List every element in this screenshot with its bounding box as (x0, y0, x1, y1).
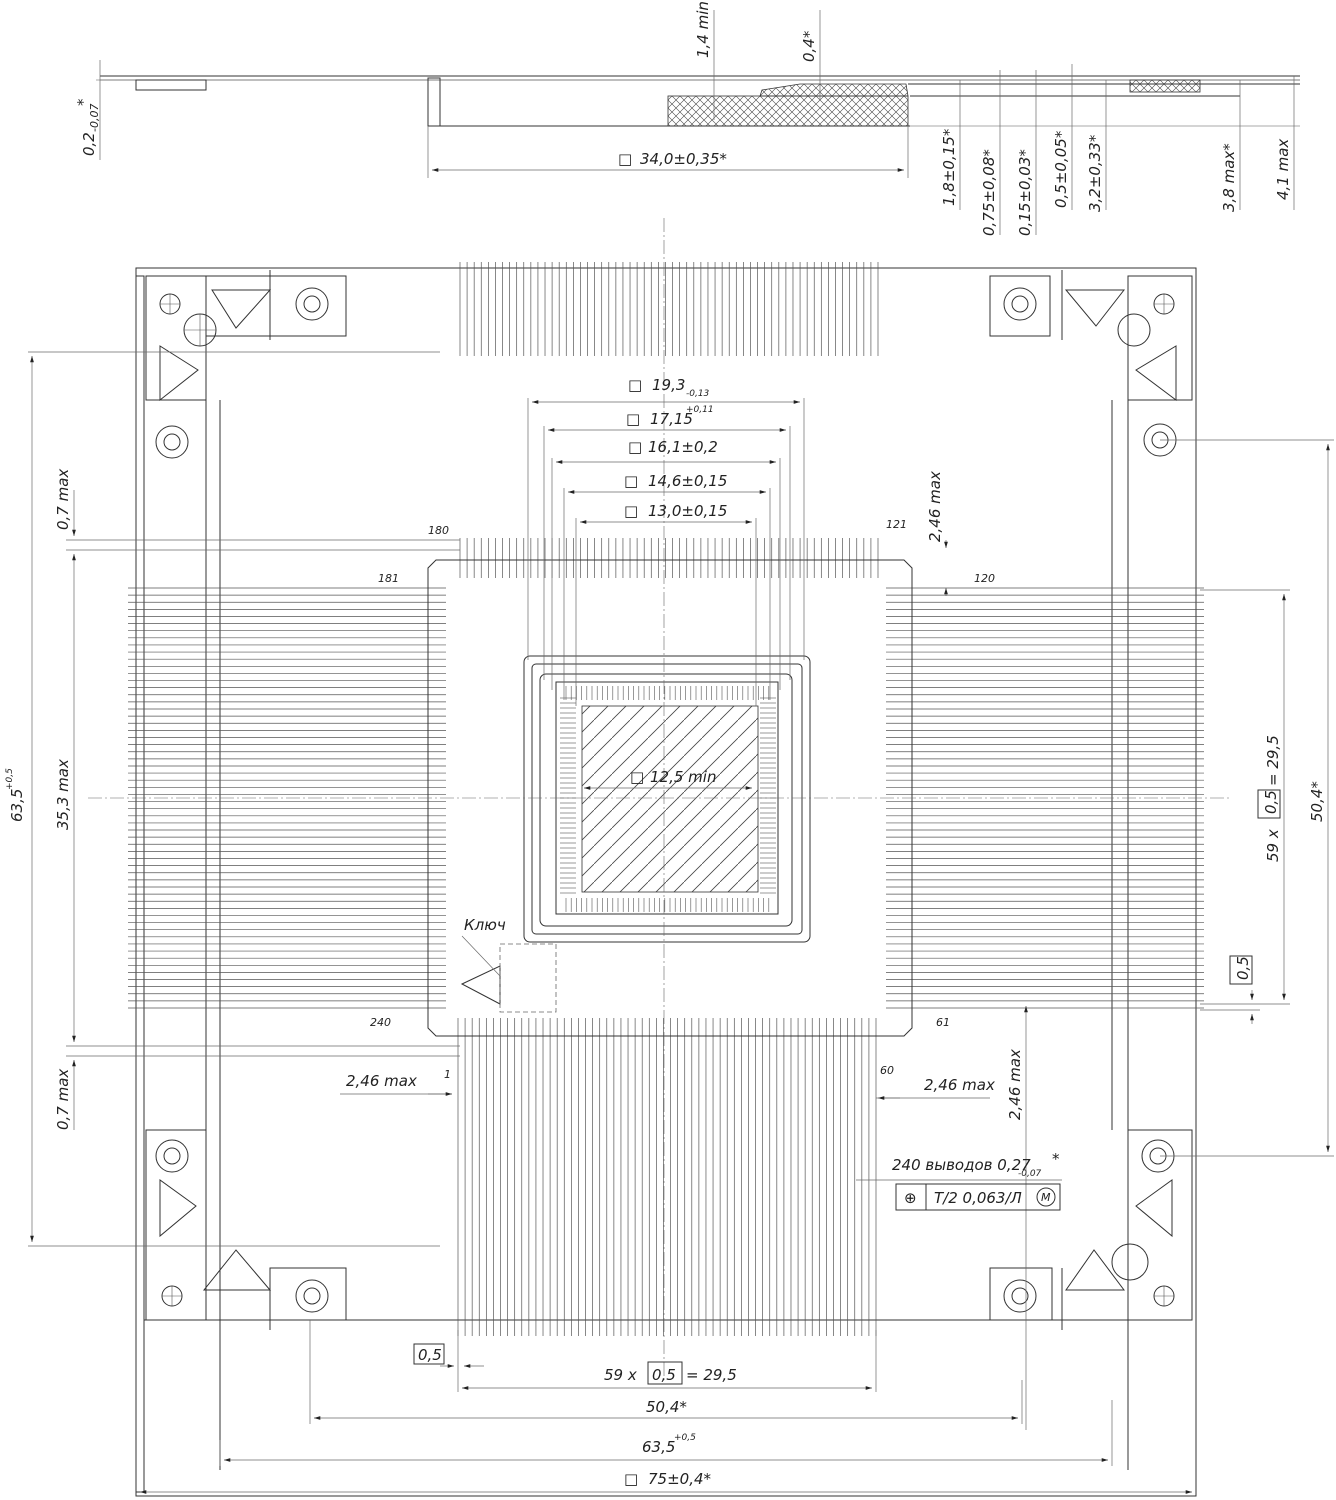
bottom-pitch-box: 0,5 (418, 1346, 442, 1364)
bottom-body: 63,5 (642, 1438, 675, 1456)
die-dim-3: 16,1±0,2 (648, 438, 718, 456)
side-dim-3: 1,8±0,15* (940, 128, 958, 206)
tolerance-frame (895, 1183, 1061, 1211)
side-dim-width: 34,0±0,35* (640, 150, 727, 168)
right-dimensions: 50,4* 59 x 0,5 = 29,5 0,5 (1160, 439, 1334, 1157)
svg-text:□: □ (628, 376, 642, 394)
svg-text:□: □ (624, 472, 638, 490)
corner-tr (989, 275, 1193, 457)
right-pitch-box: 0,5 (1234, 956, 1252, 980)
pin-number-1: 1 (444, 1068, 451, 1081)
left-dim-top-gap: 0,7 max (54, 469, 72, 530)
left-dim-body-tol: +0,5 (5, 768, 15, 790)
corner-tl (145, 275, 347, 459)
left-dim-body: 63,5 (8, 789, 26, 822)
key-mark (460, 935, 557, 1013)
right-pitch-total: = 29,5 (1264, 735, 1282, 786)
pin-number-120: 120 (974, 572, 995, 585)
pins-top-frame (459, 262, 879, 356)
die-dim-2-tol: +0,11 (686, 405, 714, 415)
tolerance-modifier: M (1041, 1191, 1051, 1204)
side-lid-section (759, 83, 909, 97)
pin-number-60: 60 (880, 1064, 894, 1077)
side-dim-2: 0,4* (800, 30, 818, 62)
pin-note-star: * (1052, 1150, 1060, 1168)
pin-number-121: 121 (886, 518, 907, 531)
bottom-body-tol: +0,5 (674, 1433, 696, 1443)
die-dim-5: 13,0±0,15 (648, 502, 727, 520)
side-dim-9: 4,1 max (1274, 139, 1292, 200)
top-view: □ 19,3 -0,13 □ 17,15 +0,11 □ 16,1±0,2 □ … (5, 218, 1334, 1497)
tolerance-value: T/2 0,063/Л (934, 1189, 1022, 1207)
corner-bl (145, 1129, 347, 1321)
svg-text:□: □ (626, 410, 640, 428)
svg-text:□: □ (630, 768, 644, 786)
pin-number-61: 61 (936, 1016, 950, 1029)
die-dim-1-tol: -0,13 (686, 389, 710, 399)
side-dim-6: 0,5±0,05* (1052, 130, 1070, 208)
side-body-section (667, 95, 909, 127)
lead-offset-dimensions: 2,46 max 2,46 max 2,46 max 2,46 max (340, 471, 1028, 1430)
bottom-pitch-ref: 0,5 (652, 1366, 676, 1384)
carrier-frame (135, 267, 1197, 1497)
right-pitch-count: 59 x (1264, 829, 1282, 862)
side-dim-8: 3,8 max* (1220, 143, 1238, 212)
pins-top (459, 538, 879, 578)
pin-number-240: 240 (370, 1016, 391, 1029)
side-dim-1: 1,4 min (694, 1, 712, 58)
left-dim-bottom-gap: 0,7 max (54, 1069, 72, 1130)
pin-note-tol: -0,07 (1018, 1169, 1042, 1179)
lead-offset-left: 2,46 max (346, 1072, 417, 1090)
pins-left (128, 587, 446, 1009)
side-view: 1,4 min 0,4* 34,0±0,35* □ 1,8±0,15* 0,75… (74, 1, 1300, 236)
right-dim-span: 50,4* (1308, 781, 1326, 822)
pins-bottom (457, 1018, 877, 1336)
bottom-frame: 75±0,4* (648, 1470, 712, 1488)
bottom-span: 50,4* (646, 1398, 687, 1416)
bottom-pitch-count: 59 x (604, 1366, 637, 1384)
pin-numbers: 180 121 181 120 240 61 1 60 Ключ (370, 518, 995, 1081)
cavity-dim: 12,5 min (650, 768, 716, 786)
package-body (427, 559, 913, 1037)
side-dim-4: 0,75±0,08* (980, 149, 998, 236)
bottom-pitch-total: = 29,5 (686, 1366, 737, 1384)
lead-offset-top: 2,46 max (926, 471, 944, 542)
die-cavity (581, 705, 759, 893)
svg-text:□: □ (628, 438, 642, 456)
key-label: Ключ (464, 916, 506, 934)
side-dim-7: 3,2±0,33* (1086, 134, 1104, 212)
die-dim-4: 14,6±0,15 (648, 472, 727, 490)
left-dim-span: 35,3 max (54, 759, 72, 830)
corner-br (989, 1129, 1193, 1321)
tolerance-symbol: ⊕ (904, 1189, 917, 1207)
die-dim-2: 17,15 (650, 410, 693, 428)
svg-text:□: □ (624, 1470, 638, 1488)
lead-offset-right: 2,46 max (924, 1076, 995, 1094)
pin-note: 240 выводов 0,27 (892, 1156, 1031, 1174)
side-dim-5: 0,15±0,03* (1016, 149, 1034, 236)
die-dim-1: 19,3 (652, 376, 685, 394)
left-dimensions: 63,5 +0,5 0,7 max 35,3 max 0,7 max (5, 351, 460, 1247)
side-thickness-star: * (74, 98, 92, 106)
side-thickness-tol: -0,07 (88, 104, 101, 132)
lid-outer (523, 655, 811, 943)
pin-callout: 240 выводов 0,27 -0,07 * ⊕ T/2 0,063/Л M (856, 1150, 1062, 1211)
right-pitch-ref: 0,5 (1262, 790, 1280, 814)
die-bond-pads (560, 686, 776, 912)
die-dimensions: □ 19,3 -0,13 □ 17,15 +0,11 □ 16,1±0,2 □ … (527, 376, 805, 790)
pins-right (886, 587, 1204, 1009)
side-thickness: 0,2 (80, 132, 98, 156)
side-square-sym: □ (618, 150, 632, 168)
svg-text:□: □ (624, 502, 638, 520)
lead-offset-bottom: 2,46 max (1006, 1049, 1024, 1120)
bottom-dimensions: 0,5 59 x 0,5 = 29,5 50,4* 63,5 +0,5 □ 75… (140, 1320, 1192, 1494)
pin-number-180: 180 (428, 524, 449, 537)
pin-number-181: 181 (378, 572, 399, 585)
